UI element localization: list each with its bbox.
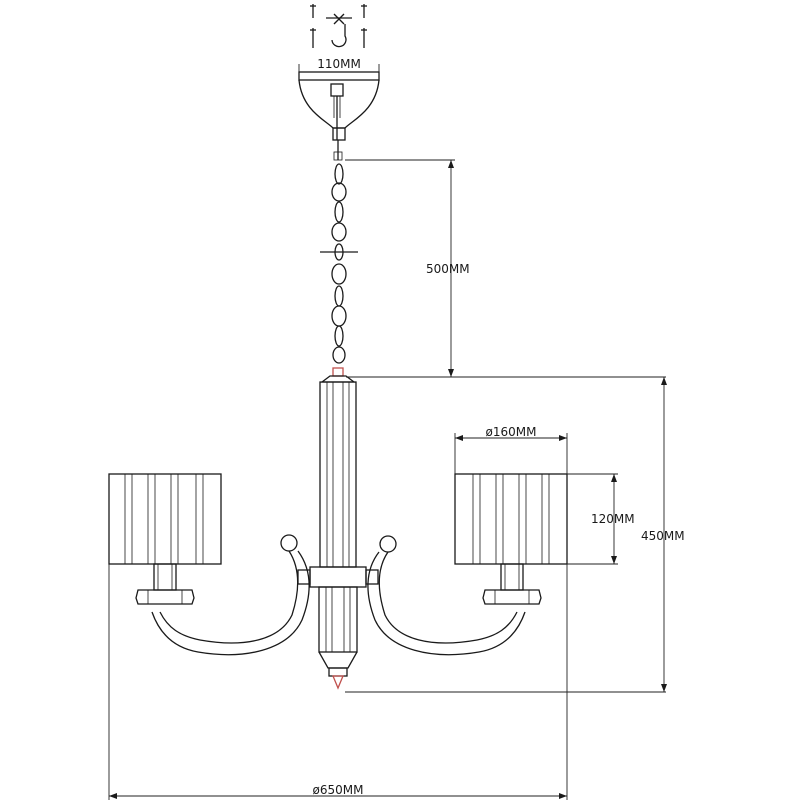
chain-length-label: 500MM [426,262,470,276]
canopy-width-dimension: 110MM [298,57,380,72]
shade-diameter-dimension: ø160MM [454,425,568,474]
right-arm [365,535,526,656]
left-lamp-holder [135,563,195,605]
shade-diameter-label: ø160MM [486,425,537,439]
shade-height-label: 120MM [591,512,635,526]
canopy-width-label: 110MM [317,57,361,71]
left-arm [151,534,311,656]
shade-height-dimension: 120MM [567,473,635,565]
hanging-chain [320,140,358,377]
screw-icon [310,4,367,48]
total-diameter-label: ø650MM [313,783,364,797]
ceiling-canopy [298,71,380,141]
left-lampshade [108,473,222,565]
bottom-finial [332,675,344,690]
chain-length-dimension: 500MM [345,159,470,378]
right-lamp-holder [482,563,542,605]
mounting-hardware [310,4,367,48]
right-lampshade [454,473,568,565]
total-diameter-dimension: ø650MM [108,564,568,800]
hook-icon [326,13,352,48]
body-height-label: 450MM [641,529,685,543]
central-column [309,375,367,690]
body-height-dimension: 450MM [345,376,685,693]
chain-clip [332,367,344,377]
